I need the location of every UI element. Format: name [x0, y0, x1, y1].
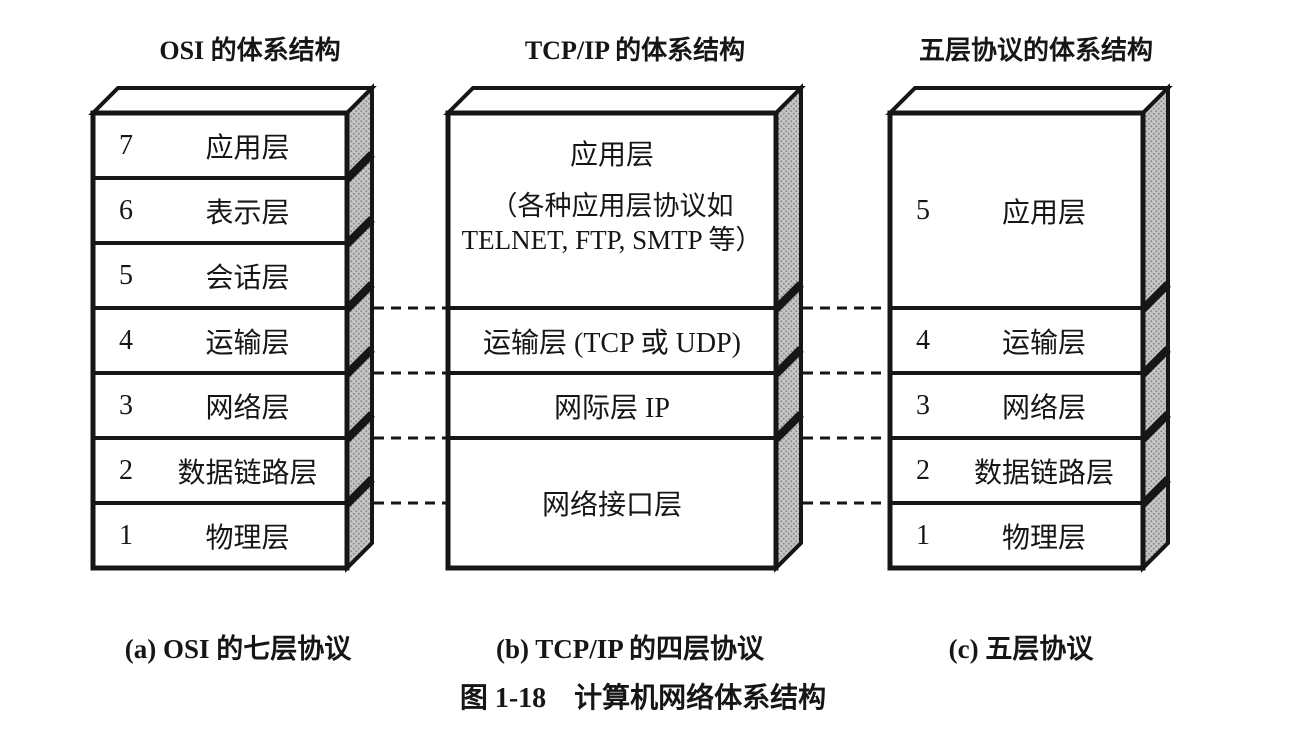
osi-layer-row-1: 1 物理层	[93, 503, 347, 568]
tcpip-layer-row-application: 应用层 （各种应用层协议如 TELNET, FTP, SMTP 等）	[448, 113, 776, 308]
tcpip-stack-title: TCP/IP 的体系结构	[524, 36, 746, 65]
layer-label: 应用层	[205, 132, 290, 164]
osi-layer-row-2: 2 数据链路层	[93, 438, 347, 503]
five-layer-row-3: 3 网络层	[890, 373, 1143, 438]
layer-number: 4	[916, 324, 930, 356]
caption-five-layer: (c) 五层协议	[948, 634, 1094, 664]
osi-layer-row-5: 5 会话层	[93, 243, 347, 308]
five-layer-row-2: 2 数据链路层	[890, 438, 1143, 503]
layer-number: 2	[119, 454, 133, 486]
layer-label: 应用层	[1001, 197, 1086, 229]
layer-number: 1	[916, 519, 930, 551]
tcpip-layer-row-internet: 网际层 IP	[448, 373, 776, 438]
five-layer-stack-box	[885, 83, 1173, 573]
osi-layer-row-4: 4 运输层	[93, 308, 347, 373]
layer-label: 网络层	[205, 392, 290, 424]
five-layer-row-5: 5 应用层	[890, 113, 1143, 308]
layer-number: 5	[119, 259, 133, 291]
tcpip-layer-row-network-interface: 网络接口层	[448, 438, 776, 568]
osi-stack-box	[88, 83, 377, 573]
layer-number: 1	[119, 519, 133, 551]
layer-label: 运输层	[1001, 327, 1086, 359]
layer-number: 2	[916, 454, 930, 486]
layer-number: 5	[916, 194, 930, 226]
layer-label: 网际层 IP	[554, 392, 670, 424]
osi-stack-title: OSI 的体系结构	[159, 36, 341, 65]
layer-label: 数据链路层	[177, 457, 318, 489]
layer-sublabel-line2: TELNET, FTP, SMTP 等）	[461, 225, 763, 255]
layer-number: 7	[119, 129, 133, 161]
tcpip-stack-box	[443, 83, 806, 573]
osi-layer-row-6: 6 表示层	[93, 178, 347, 243]
five-layer-row-1: 1 物理层	[890, 503, 1143, 568]
layer-number: 6	[119, 194, 133, 226]
layer-label: 会话层	[205, 262, 290, 294]
layer-label: 网络接口层	[541, 490, 682, 521]
layer-label: 运输层 (TCP 或 UDP)	[483, 327, 741, 359]
five-layer-stack-title: 五层协议的体系结构	[918, 36, 1153, 65]
layer-number: 4	[119, 324, 133, 356]
layer-label: 网络层	[1001, 392, 1086, 424]
layer-label: 表示层	[205, 197, 290, 229]
layer-label: 应用层	[569, 140, 654, 171]
figure-caption: 图 1-18 计算机网络体系结构	[459, 683, 827, 714]
layer-label: 物理层	[1001, 522, 1086, 554]
layer-sublabel-line1: （各种应用层协议如	[490, 191, 734, 221]
layer-label: 物理层	[205, 522, 290, 554]
caption-tcpip: (b) TCP/IP 的四层协议	[495, 634, 765, 664]
osi-layer-row-7: 7 应用层	[93, 113, 347, 178]
layer-boundary-dashed-lines	[374, 306, 888, 505]
layer-number: 3	[119, 389, 133, 421]
layer-number: 3	[916, 389, 930, 421]
layer-label: 数据链路层	[973, 457, 1114, 489]
caption-osi: (a) OSI 的七层协议	[124, 634, 352, 664]
tcpip-layer-row-transport: 运输层 (TCP 或 UDP)	[448, 308, 776, 373]
osi-layer-row-3: 3 网络层	[93, 373, 347, 438]
five-layer-row-4: 4 运输层	[890, 308, 1143, 373]
layer-label: 运输层	[205, 327, 290, 359]
